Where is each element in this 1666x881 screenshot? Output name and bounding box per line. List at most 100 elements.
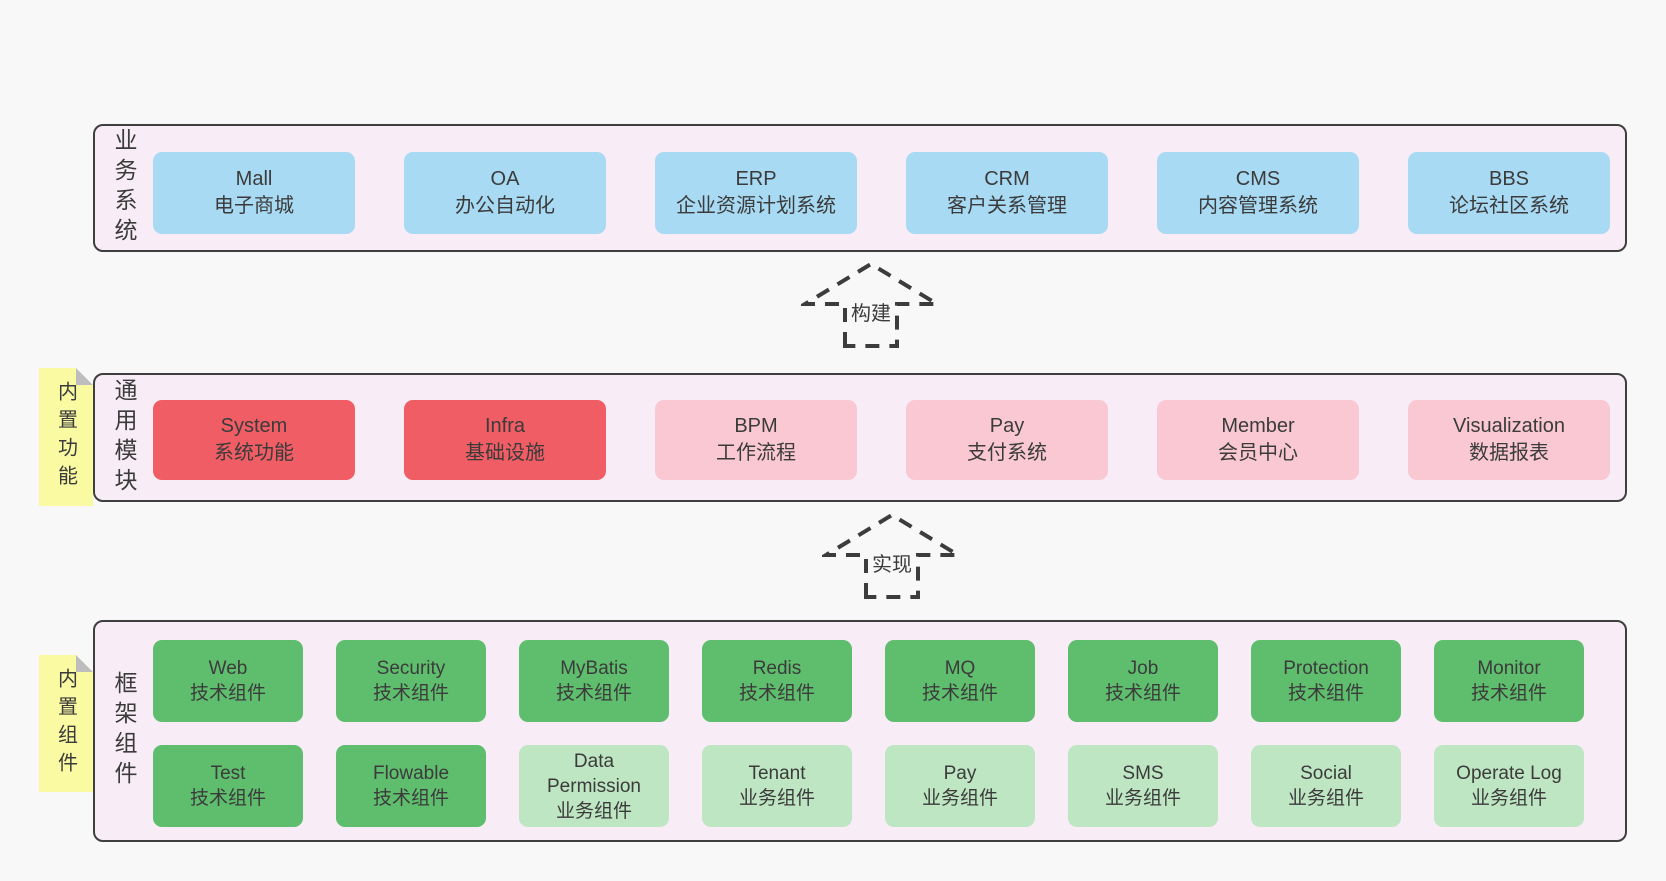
framework-components-section: 框架组件 Web 技术组件 Security 技术组件 MyBatis 技术组件… (93, 620, 1627, 842)
implement-arrow: 实现 (822, 511, 962, 599)
up-block-arrow-icon (801, 261, 941, 348)
box-title-en: Web (208, 658, 248, 679)
box-title-zh: 系统功能 (214, 442, 294, 464)
build-arrow-label: 构建 (848, 296, 894, 327)
box-title-en: MQ (944, 658, 976, 679)
box-title-zh: 技术组件 (1104, 683, 1181, 704)
module-box: Pay 支付系统 (906, 400, 1108, 480)
framework-component-box: Data Permission 业务组件 (519, 745, 669, 827)
framework-component-box: MQ 技术组件 (885, 640, 1035, 722)
box-title-en: Security (376, 658, 446, 679)
framework-component-box: MyBatis 技术组件 (519, 640, 669, 722)
box-title-en: BBS (1488, 168, 1530, 190)
box-title-en: Infra (484, 415, 526, 437)
business-section-label: 业务系统 (111, 128, 137, 248)
framework-component-box: Pay 业务组件 (885, 745, 1035, 827)
box-title-zh: 技术组件 (372, 683, 449, 704)
business-system-box: CMS 内容管理系统 (1157, 152, 1359, 234)
box-title-en: CMS (1235, 168, 1281, 190)
framework-component-box: Protection 技术组件 (1251, 640, 1401, 722)
framework-section-label: 框架组件 (111, 671, 137, 791)
box-title-en: Operate Log (1456, 763, 1562, 784)
framework-component-box: Web 技术组件 (153, 640, 303, 722)
box-title-zh: 技术组件 (189, 788, 266, 809)
box-title-zh: 企业资源计划系统 (676, 195, 836, 217)
module-box: Visualization 数据报表 (1408, 400, 1610, 480)
box-title-en: Visualization (1453, 415, 1565, 437)
business-systems-section: 业务系统 Mall 电子商城 OA 办公自动化 ERP 企业资源计划系统 CRM… (93, 124, 1627, 252)
box-title-zh: 业务组件 (1287, 788, 1364, 809)
box-title-zh: 技术组件 (738, 683, 815, 704)
box-title-zh: 业务组件 (738, 788, 815, 809)
box-title-zh: 电子商城 (214, 195, 294, 217)
box-title-en: Protection (1283, 658, 1369, 679)
modules-section-label: 通用模块 (111, 377, 137, 498)
business-system-box: OA 办公自动化 (404, 152, 606, 234)
box-title-en: Mall (235, 168, 273, 190)
box-title-zh: 技术组件 (921, 683, 998, 704)
box-title-en: Redis (752, 658, 802, 679)
box-title-zh: 业务组件 (1104, 788, 1181, 809)
box-title-zh: 会员中心 (1218, 442, 1298, 464)
box-title-zh: 办公自动化 (455, 195, 555, 217)
builtin-components-note: 内置组件 (39, 655, 93, 792)
box-title-zh: 技术组件 (1287, 683, 1364, 704)
module-box: Member 会员中心 (1157, 400, 1359, 480)
box-title-zh: 技术组件 (555, 683, 632, 704)
box-title-en: BPM (734, 415, 778, 437)
module-box: Infra 基础设施 (404, 400, 606, 480)
box-title-en: Tenant (748, 763, 806, 784)
framework-component-box: SMS 业务组件 (1068, 745, 1218, 827)
box-title-en: Flowable (372, 763, 450, 784)
builtin-functions-note: 内置功能 (39, 368, 93, 506)
box-title-zh: 客户关系管理 (947, 195, 1067, 217)
business-system-box: CRM 客户关系管理 (906, 152, 1108, 234)
box-title-en: CRM (984, 168, 1030, 190)
business-box-row: Mall 电子商城 OA 办公自动化 ERP 企业资源计划系统 CRM 客户关系… (153, 152, 1610, 234)
framework-box-row-2: Test 技术组件 Flowable 技术组件 Data Permission … (153, 745, 1584, 827)
implement-arrow-label: 实现 (869, 547, 915, 578)
box-title-zh: 业务组件 (921, 788, 998, 809)
box-title-zh: 工作流程 (716, 442, 796, 464)
box-title-zh: 技术组件 (1470, 683, 1547, 704)
box-title-zh: 业务组件 (1470, 788, 1547, 809)
framework-component-box: Job 技术组件 (1068, 640, 1218, 722)
framework-component-box: Flowable 技术组件 (336, 745, 486, 827)
box-title-en: Member (1221, 415, 1295, 437)
box-title-en: Pay (943, 763, 977, 784)
box-title-en: MyBatis (560, 658, 628, 679)
up-block-arrow-icon (822, 512, 962, 599)
business-system-box: BBS 论坛社区系统 (1408, 152, 1610, 234)
framework-box-row-1: Web 技术组件 Security 技术组件 MyBatis 技术组件 Redi… (153, 640, 1584, 722)
framework-component-box: Redis 技术组件 (702, 640, 852, 722)
box-title-en: Monitor (1477, 658, 1541, 679)
module-box: BPM 工作流程 (655, 400, 857, 480)
framework-component-box: Operate Log 业务组件 (1434, 745, 1584, 827)
box-title-en: Pay (989, 415, 1025, 437)
framework-component-box: Social 业务组件 (1251, 745, 1401, 827)
box-title-zh: 技术组件 (189, 683, 266, 704)
box-title-en: Data Permission (547, 750, 641, 797)
box-title-en: SMS (1122, 763, 1164, 784)
box-title-en: Social (1300, 763, 1352, 784)
box-title-en: Job (1127, 658, 1159, 679)
box-title-zh: 论坛社区系统 (1449, 195, 1569, 217)
box-title-zh: 内容管理系统 (1198, 195, 1318, 217)
box-title-zh: 业务组件 (555, 800, 632, 822)
box-title-zh: 数据报表 (1469, 442, 1549, 464)
modules-box-row: System 系统功能 Infra 基础设施 BPM 工作流程 Pay 支付系统… (153, 400, 1610, 480)
framework-component-box: Test 技术组件 (153, 745, 303, 827)
framework-component-box: Tenant 业务组件 (702, 745, 852, 827)
box-title-en: System (220, 415, 288, 437)
common-modules-section: 通用模块 System 系统功能 Infra 基础设施 BPM 工作流程 Pay… (93, 373, 1627, 502)
build-arrow: 构建 (801, 260, 941, 348)
box-title-zh: 技术组件 (372, 788, 449, 809)
framework-component-box: Security 技术组件 (336, 640, 486, 722)
box-title-en: OA (490, 168, 520, 190)
business-system-box: ERP 企业资源计划系统 (655, 152, 857, 234)
framework-component-box: Monitor 技术组件 (1434, 640, 1584, 722)
business-system-box: Mall 电子商城 (153, 152, 355, 234)
box-title-en: Test (210, 763, 246, 784)
module-box: System 系统功能 (153, 400, 355, 480)
